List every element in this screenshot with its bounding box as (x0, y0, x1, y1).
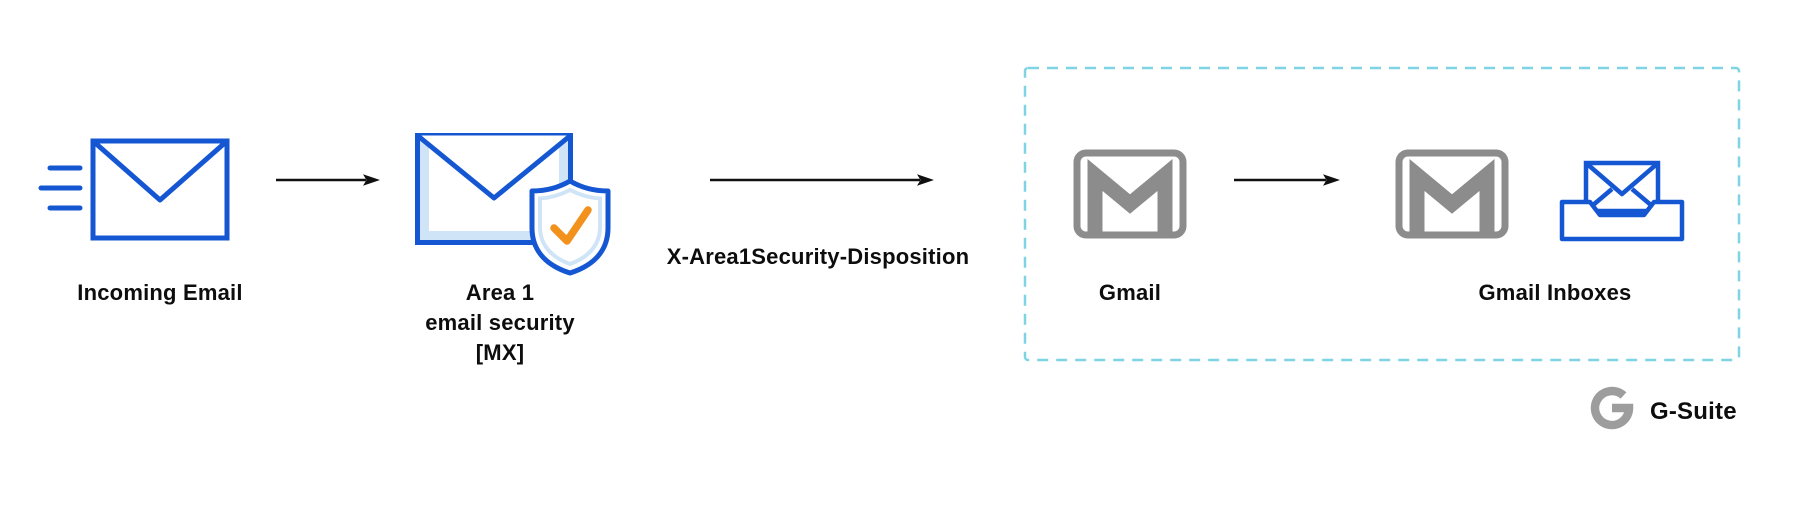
area1-label-line1: Area 1 (465, 280, 535, 305)
shield-check-icon (529, 178, 611, 276)
incoming-email-label: Incoming Email (77, 280, 243, 305)
incoming-envelope-icon (90, 138, 230, 241)
arrow-right-icon (710, 174, 934, 186)
arrow-right-icon (1234, 174, 1340, 186)
disposition-header-label: X-Area1Security-Disposition (666, 244, 970, 269)
area1-label: Area 1 email security [MX] (380, 278, 620, 368)
gmail-environment-boundary (1023, 66, 1741, 362)
gmail-icon (1073, 149, 1187, 239)
inbox-envelope-icon (1559, 160, 1685, 242)
speed-lines-icon (38, 165, 83, 211)
arrow-right-icon (276, 174, 380, 186)
gmail-inboxes-label: Gmail Inboxes (1478, 280, 1632, 305)
area1-label-line2: email security (425, 310, 575, 335)
area1-label-line3: [MX] (475, 340, 525, 365)
gmail-icon (1395, 149, 1509, 239)
gsuite-brand-label: G-Suite (1650, 398, 1737, 425)
gmail-label: Gmail (1098, 280, 1162, 305)
google-g-icon (1590, 386, 1634, 430)
